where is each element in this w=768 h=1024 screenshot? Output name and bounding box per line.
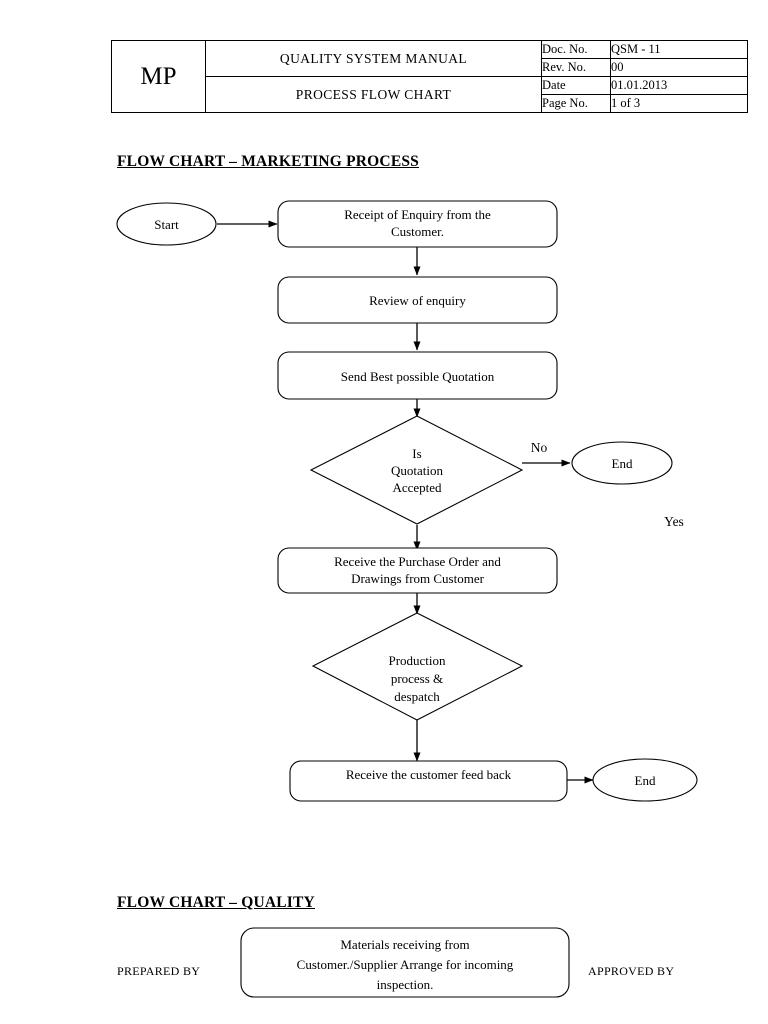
node-purchase-order[interactable] <box>277 547 558 594</box>
rev-no-label: Rev. No. <box>541 58 611 77</box>
node-end-final[interactable] <box>592 758 698 802</box>
document-header-table: MP QUALITY SYSTEM MANUAL Doc. No. QSM - … <box>111 40 748 113</box>
prepared-by-label: PREPARED BY <box>117 964 201 978</box>
node-decision-line1: Is <box>412 446 421 461</box>
manual-title: QUALITY SYSTEM MANUAL <box>205 40 542 77</box>
node-enquiry[interactable] <box>277 200 558 248</box>
node-feedback-label: Receive the customer feed back <box>346 767 512 782</box>
node-materials-line2: Customer./Supplier Arrange for incoming <box>297 957 514 972</box>
node-customer-feedback[interactable] <box>289 760 568 802</box>
node-review[interactable] <box>277 276 558 324</box>
doc-no-value: QSM - 11 <box>610 40 748 59</box>
node-materials-receiving[interactable] <box>240 927 570 998</box>
company-logo: MP <box>111 40 206 113</box>
page-no-label: Page No. <box>541 94 611 113</box>
node-materials-line1: Materials receiving from <box>340 937 469 952</box>
node-decision-line3: Accepted <box>392 480 442 495</box>
node-production-line1: Production <box>388 653 446 668</box>
node-production-line3: despatch <box>394 689 440 704</box>
node-end-no-label: End <box>612 456 633 471</box>
edge-label-no: No <box>531 440 548 455</box>
document-title: PROCESS FLOW CHART <box>205 76 542 113</box>
node-production-line2: process & <box>391 671 443 686</box>
node-end-no[interactable] <box>571 441 673 485</box>
node-materials-line3: inspection. <box>377 977 434 992</box>
node-quotation[interactable] <box>277 351 558 400</box>
page-no-value: 1 of 3 <box>610 94 748 113</box>
node-purchase-line1: Receive the Purchase Order and <box>334 554 501 569</box>
quality-section-title: FLOW CHART – QUALITY <box>117 894 315 911</box>
node-decision-line2: Quotation <box>391 463 443 478</box>
node-purchase-line2: Drawings from Customer <box>351 571 485 586</box>
marketing-section-title: FLOW CHART – MARKETING PROCESS <box>117 153 420 170</box>
approved-by-label: APPROVED BY <box>588 964 675 978</box>
edge-label-yes: Yes <box>664 514 684 529</box>
node-enquiry-line1: Receipt of Enquiry from the <box>344 207 491 222</box>
node-start-label: Start <box>154 217 179 232</box>
node-quotation-label: Send Best possible Quotation <box>341 369 495 384</box>
node-start[interactable] <box>116 202 217 246</box>
node-decision-production[interactable] <box>311 612 524 721</box>
node-decision-quotation-accepted[interactable] <box>309 415 524 525</box>
node-review-label: Review of enquiry <box>369 293 466 308</box>
node-end-final-label: End <box>635 773 656 788</box>
node-enquiry-line2: Customer. <box>391 224 444 239</box>
